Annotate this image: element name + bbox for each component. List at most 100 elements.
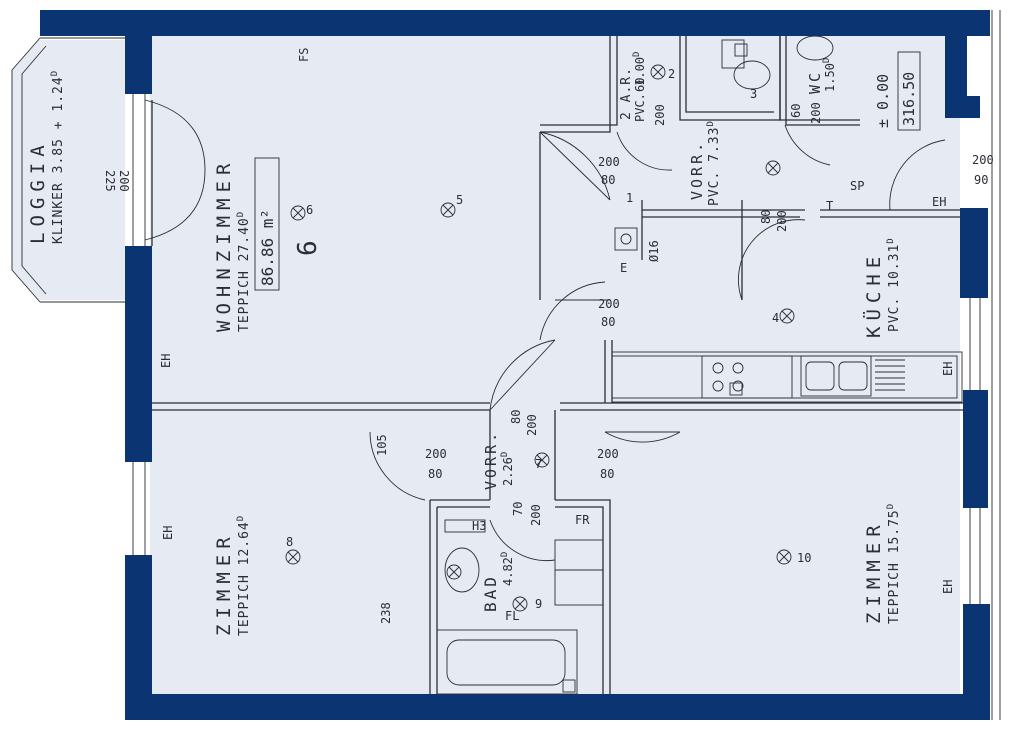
- storage-name: 2 A.R.: [619, 67, 634, 120]
- kitchen-name: KÜCHE: [862, 251, 885, 338]
- mark-d16: Ø16: [647, 240, 661, 262]
- dim-door-1b: 80: [601, 173, 615, 187]
- mark-e: E: [620, 261, 627, 275]
- bath-name: BAD: [481, 574, 500, 612]
- loggia-spec-sup: D: [50, 70, 60, 76]
- mark-kitchen: 4: [772, 311, 779, 325]
- mark-eh-3: EH: [941, 362, 955, 376]
- hall2-spec-sup: D: [500, 452, 510, 457]
- storage-spec: PVC. 1.00D: [632, 52, 647, 122]
- wc-spec: 1.50D: [822, 58, 837, 92]
- total-area: 86.86 m²: [258, 209, 277, 286]
- apartment-number: 6: [293, 240, 323, 256]
- bathroom-fixtures: [436, 519, 604, 695]
- hall2-spec: 2.26D: [500, 452, 515, 486]
- dim-door-6: 200: [529, 504, 543, 526]
- living-room-spec: TEPPICH 27.40D: [236, 211, 252, 332]
- light-marker: [446, 564, 462, 580]
- wc-spec-sup: D: [822, 58, 832, 63]
- dim-door-3b: 80: [428, 467, 442, 481]
- room-right-spec-sup: D: [886, 503, 896, 509]
- wall-left-lower: [125, 555, 152, 720]
- bath-spec: 4.82D: [500, 552, 515, 586]
- mark-eh-5: EH: [932, 195, 946, 209]
- dim-door-2a: 200: [598, 297, 620, 311]
- light-marker: [765, 160, 781, 176]
- mark-eh-2: EH: [161, 526, 175, 540]
- wc-name: WC: [806, 70, 824, 94]
- switches: [562, 43, 748, 693]
- mark-fl: FL: [505, 609, 519, 623]
- total-area-box: [254, 157, 280, 291]
- dim-wc-doorb: 60: [789, 104, 803, 118]
- outer-walls: [40, 10, 990, 720]
- living-room-name: WOHNZIMMER: [213, 158, 235, 332]
- mark-5: 5: [456, 193, 463, 207]
- dim-door-4b: 80: [600, 467, 614, 481]
- dim-door-6b: 70: [511, 502, 525, 516]
- dim-door-2b: 80: [601, 315, 615, 329]
- mark-hall2: 7: [535, 457, 542, 471]
- interior-walls: [152, 36, 963, 694]
- dim-entry-door: 200: [972, 153, 994, 167]
- mark-fs: FS: [297, 48, 311, 62]
- mark-room-left: 8: [286, 535, 293, 549]
- wall-right-stub: [945, 96, 980, 118]
- light-marker: [285, 549, 301, 565]
- mark-1: 1: [626, 191, 633, 205]
- dim-wc-door: 200: [809, 102, 823, 124]
- wall-right-upper: [960, 208, 988, 298]
- dim-loggia-door: 225: [103, 170, 117, 192]
- mark-h3: H3: [472, 519, 486, 533]
- mark-6: 6: [306, 203, 313, 217]
- doors: [144, 99, 946, 561]
- loggia-inner-outline: [21, 45, 47, 295]
- room-left-name: ZIMMER: [213, 531, 235, 636]
- wall-left-mid: [125, 246, 152, 462]
- dim-storage-doorb: 60: [633, 78, 647, 92]
- dim-storage-door: 200: [653, 104, 667, 126]
- mark-sp: SP: [850, 179, 864, 193]
- light-marker: [779, 308, 795, 324]
- dim-entry-doorb: 90: [974, 173, 988, 187]
- wall-right-top: [945, 10, 967, 118]
- loggia-outline: [11, 37, 125, 303]
- dim-door-3a: 200: [425, 447, 447, 461]
- dim-loggia-door-height: 200: [117, 170, 131, 192]
- kitchen-spec: PVC. 10.31D: [886, 237, 902, 332]
- light-marker: [650, 64, 666, 80]
- kitchen-spec-sup: D: [886, 237, 896, 243]
- mark-eh-4: EH: [941, 580, 955, 594]
- mark-wc: 3: [750, 87, 757, 101]
- windows: [132, 10, 1001, 720]
- light-marker: [290, 205, 306, 221]
- hall1-spec: PVC. 7.33D: [706, 120, 722, 206]
- dim-238: 238: [379, 602, 393, 624]
- living-room-spec-sup: D: [236, 211, 246, 217]
- wall-right-mid: [963, 390, 988, 508]
- hall1-name: VORR.: [688, 140, 706, 200]
- level-abs-box: [897, 51, 921, 131]
- dim-door-4a: 200: [597, 447, 619, 461]
- ceiling-lights: [285, 64, 795, 612]
- mark-room-right: 10: [797, 551, 811, 565]
- dim-door-5b: 80: [509, 410, 523, 424]
- hall2-name: VORR.: [482, 430, 500, 490]
- dim-door-7: 200: [775, 210, 789, 232]
- loggia-floor: [12, 40, 125, 300]
- light-marker: [440, 202, 456, 218]
- dim-door-1a: 200: [598, 155, 620, 169]
- hall1-spec-sup: D: [706, 120, 716, 126]
- mark-t: T: [826, 199, 833, 213]
- light-marker: [776, 549, 792, 565]
- room-right-name: ZIMMER: [863, 519, 885, 624]
- mark-bath: 9: [535, 597, 542, 611]
- bath-spec-sup: D: [500, 552, 510, 557]
- light-marker: [512, 596, 528, 612]
- storage-spec-sup: D: [632, 52, 642, 57]
- room-left-spec: TEPPICH 12.64D: [236, 515, 252, 636]
- room-right-spec: TEPPICH 15.75D: [886, 503, 902, 624]
- level-abs: 316.50: [900, 72, 918, 126]
